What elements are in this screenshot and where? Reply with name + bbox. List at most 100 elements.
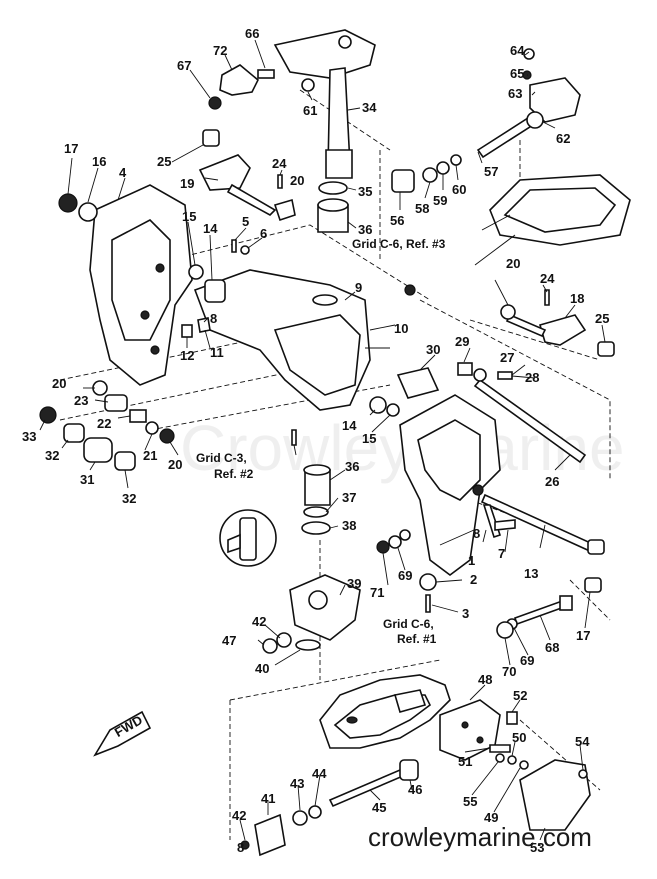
bolt-24 <box>277 174 283 189</box>
callout-52: 52 <box>513 688 527 703</box>
bolt-54 <box>578 769 588 779</box>
callout-72: 72 <box>213 43 227 58</box>
callout-35: 35 <box>358 184 372 199</box>
spring-20-right <box>500 304 516 320</box>
callout-20: 20 <box>290 173 304 188</box>
washer-55 <box>495 753 505 763</box>
callout-63: 63 <box>508 86 522 101</box>
fwd-arrow-icon <box>93 710 152 757</box>
callout-19: 19 <box>180 176 194 191</box>
washer-38 <box>301 521 331 535</box>
callout-53: 53 <box>530 840 544 855</box>
callout-56: 56 <box>390 213 404 228</box>
washer-6 <box>240 245 250 255</box>
shaft-spline <box>325 149 353 179</box>
bolt-3 <box>425 594 431 613</box>
bracket-hole <box>338 35 352 49</box>
lever-18 <box>539 314 587 346</box>
washer-59 <box>436 161 450 175</box>
callout-15-lower: 15 <box>362 431 376 446</box>
callout-17-right: 17 <box>576 628 590 643</box>
bolt-64 <box>523 48 535 60</box>
callout-2: 2 <box>470 572 477 587</box>
bolt-52 <box>506 711 518 725</box>
washer-15 <box>188 264 204 280</box>
nut-71 <box>376 540 390 554</box>
cap-25 <box>202 129 220 147</box>
washer-40 <box>295 639 321 651</box>
callout-15: 15 <box>182 209 196 224</box>
collar-23 <box>104 394 128 412</box>
bushing-41 <box>254 813 286 857</box>
callout-45: 45 <box>372 800 386 815</box>
callout-57: 57 <box>484 164 498 179</box>
steering-arm-bracket <box>273 29 376 79</box>
callout-17: 17 <box>64 141 78 156</box>
spring-22 <box>129 409 147 423</box>
callout-22: 22 <box>97 416 111 431</box>
bushing-2 <box>419 573 437 591</box>
pin-30 <box>396 367 440 399</box>
callout-25: 25 <box>157 154 171 169</box>
grid-ref-1-line1: Grid C-6, <box>383 617 434 631</box>
callout-10: 10 <box>394 321 408 336</box>
callout-12: 12 <box>180 348 194 363</box>
bushing-56 <box>391 169 415 193</box>
callout-46: 46 <box>408 782 422 797</box>
callout-69-lower: 69 <box>520 653 534 668</box>
callout-59: 59 <box>433 193 447 208</box>
nut-67 <box>208 96 222 110</box>
callout-43: 43 <box>290 776 304 791</box>
callout-54: 54 <box>575 734 590 749</box>
bushing-14-lower <box>369 396 387 414</box>
callout-4: 4 <box>119 165 127 180</box>
bushing-14 <box>204 279 226 303</box>
cap-17-right <box>584 577 602 593</box>
callout-23: 23 <box>74 393 88 408</box>
callout-71: 71 <box>370 585 384 600</box>
callout-51: 51 <box>458 754 472 769</box>
grid-ref-2-line2: Ref. #2 <box>214 467 254 481</box>
rod-57 <box>476 116 535 159</box>
callout-39: 39 <box>347 576 361 591</box>
callout-37: 37 <box>342 490 356 505</box>
callout-20-left: 20 <box>52 376 66 391</box>
leader-lines <box>39 39 606 841</box>
bolt-68-head <box>559 595 573 611</box>
bolt-45 <box>328 768 405 808</box>
cap-25-right <box>597 341 615 357</box>
callout-68: 68 <box>545 640 559 655</box>
bushing-32 <box>63 423 85 443</box>
callout-50: 50 <box>512 730 526 745</box>
callout-62: 62 <box>556 131 570 146</box>
callout-33: 33 <box>22 429 36 444</box>
callout-14: 14 <box>203 221 218 236</box>
callout-labels: 66 72 67 61 34 25 19 24 20 35 36 17 16 4… <box>22 26 609 855</box>
callout-42: 42 <box>252 614 266 629</box>
spring-29 <box>457 362 473 376</box>
bolt-8-mid <box>291 429 297 446</box>
lever-19 <box>198 154 251 191</box>
collar-61 <box>301 78 315 92</box>
callout-61: 61 <box>303 103 317 118</box>
collar-62 <box>526 111 544 129</box>
callout-8-right: 8 <box>473 526 480 541</box>
site-watermark: crowleymarine.com <box>368 822 592 852</box>
bolt-5 <box>231 239 237 253</box>
collar-42 <box>276 632 292 648</box>
rod-19 <box>226 183 277 216</box>
callout-36-lower: 36 <box>345 459 359 474</box>
nut-47 <box>262 638 278 654</box>
bushing-31 <box>83 437 113 463</box>
callout-48: 48 <box>478 672 492 687</box>
callout-41: 41 <box>261 791 275 806</box>
callout-29: 29 <box>455 334 469 349</box>
nut-8-top <box>404 284 416 296</box>
bolt-28 <box>497 371 513 380</box>
bolt-51 <box>489 744 511 753</box>
pin-12 <box>181 324 193 338</box>
callout-11: 11 <box>210 345 224 360</box>
spring-20-left <box>92 380 108 396</box>
washer-60 <box>450 154 462 166</box>
